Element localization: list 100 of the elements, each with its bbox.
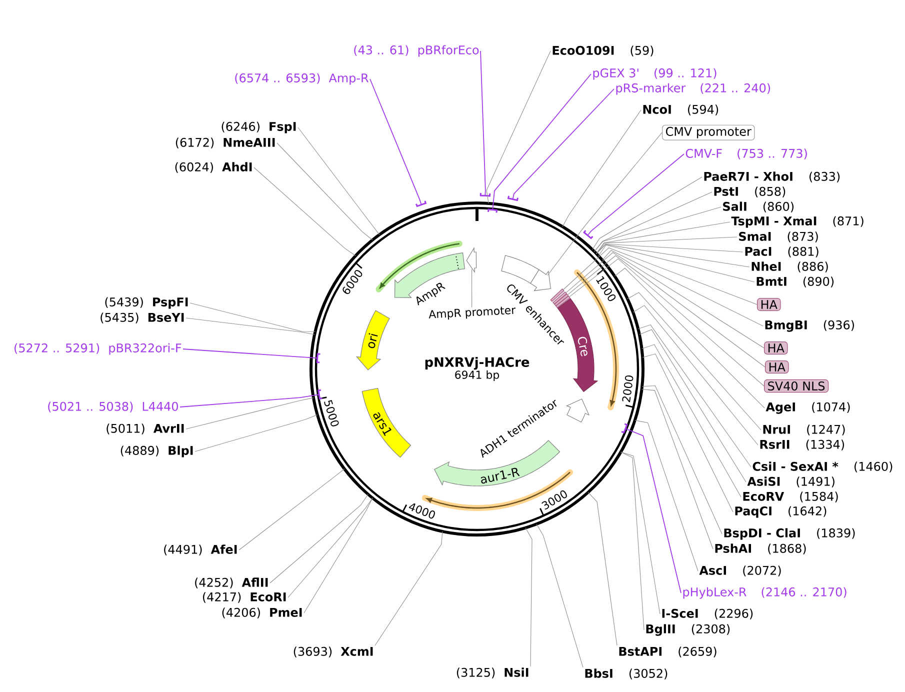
site-label: NruI (1247)	[763, 424, 845, 436]
feature-tag: CMV promoter	[662, 124, 755, 140]
leader-line	[276, 142, 373, 240]
primer-mark	[416, 200, 427, 208]
leader-line	[594, 192, 712, 252]
leader-line	[596, 244, 744, 254]
leader-line	[547, 132, 662, 276]
primer-mark	[318, 389, 322, 400]
leader-line	[592, 176, 702, 250]
leader-line	[304, 498, 373, 614]
site-label: (3693) XcmI	[294, 646, 373, 658]
primer-label: (5272 .. 5291) pBR322ori-F	[14, 343, 182, 355]
leader-line	[634, 420, 698, 572]
leader-line	[569, 258, 764, 386]
leader-line	[620, 452, 644, 630]
leader-line	[567, 255, 766, 368]
leader-line	[627, 292, 762, 430]
leader-line	[180, 394, 320, 408]
leader-line	[566, 252, 764, 348]
site-label: NheI (886)	[752, 262, 828, 272]
primer-label: (43 .. 61) pBRforEco	[354, 45, 479, 57]
leader-line	[594, 206, 722, 252]
leader-line	[596, 244, 750, 268]
site-label: BmtI (890)	[756, 276, 834, 288]
primer-label: pGEX 3' (99 .. 121)	[593, 68, 716, 80]
leader-line	[525, 527, 532, 667]
leader-line	[614, 268, 765, 408]
site-label: SmaI (873)	[739, 232, 818, 242]
site-label: PacI (881)	[745, 246, 818, 258]
feature-segment: ori	[356, 310, 390, 370]
leader-line	[374, 531, 443, 646]
leader-line	[492, 74, 592, 210]
feature-tag: HA	[765, 360, 789, 374]
feature-tag: HA	[764, 342, 788, 354]
site-label: AgeI (1074)	[766, 402, 850, 414]
primer-mark	[507, 196, 519, 202]
leader-line	[186, 398, 314, 430]
leader-line	[632, 305, 758, 446]
site-label: (4889) BlpI	[120, 446, 193, 458]
site-label: TspMI - XmaI (871)	[731, 216, 864, 228]
leader-line	[536, 524, 584, 668]
site-label: PaeR7I - XhoI (833)	[704, 172, 840, 182]
leader-line	[639, 329, 746, 482]
site-label: BmgBI (936)	[765, 320, 854, 332]
leader-line	[642, 354, 734, 512]
primer-label: pRS-marker (221 .. 240)	[616, 83, 770, 95]
primer-mark	[316, 353, 320, 364]
tick-label: 5000	[324, 400, 339, 426]
site-label: RsrII (1334)	[760, 440, 844, 450]
site-label: PshAI (1868)	[715, 544, 806, 554]
leader-line	[298, 127, 380, 235]
site-label: BglII (2308)	[646, 624, 730, 636]
leader-line	[602, 250, 764, 326]
site-label: (4491) AfeI	[164, 544, 237, 556]
leader-line	[486, 50, 551, 204]
site-label: I-SceI (2296)	[662, 608, 753, 620]
leader-line	[480, 50, 486, 196]
site-label: EcoRV (1584)	[743, 492, 838, 502]
site-label: (4252) AflII	[195, 578, 268, 588]
leader-line	[588, 492, 618, 646]
leader-line	[562, 110, 642, 227]
site-label: BspDI - ClaI (1839)	[724, 528, 855, 540]
primer-mark	[480, 193, 491, 197]
primer-mark	[621, 423, 628, 434]
site-label: CsiI - SexAI * (1460)	[752, 462, 892, 472]
leader-line	[625, 428, 682, 594]
leader-line	[194, 414, 318, 452]
tick-label: 2000	[622, 375, 634, 402]
leader-line	[596, 222, 730, 254]
leader-line	[190, 302, 316, 332]
site-label: NcoI (594)	[643, 104, 718, 116]
primer-mark	[583, 230, 594, 240]
leader-line	[638, 324, 752, 468]
site-label: (4217) EcoRI	[202, 592, 286, 603]
leader-line	[182, 348, 318, 359]
site-label: (5435) BseYI	[100, 312, 184, 324]
leader-line	[587, 154, 684, 236]
site-label: (6024) AhdI	[175, 162, 252, 173]
primer-label: CMV-F (753 .. 773)	[686, 148, 807, 160]
leader-line	[288, 498, 373, 598]
primer-label: (6574 .. 6593) Amp-R	[235, 73, 368, 85]
site-label: (4206) PmeI	[222, 608, 302, 618]
leader-line	[254, 167, 356, 256]
site-label: PstI (858)	[714, 186, 786, 198]
site-label: BstAPI (2659)	[619, 646, 716, 658]
feature-segment	[530, 269, 551, 292]
leader-line	[370, 78, 422, 205]
leader-line	[620, 452, 660, 614]
site-label: SalI (860)	[723, 202, 794, 212]
primer-label: (5021 .. 5038) L4440	[48, 402, 178, 412]
site-label: (5439) PspFI	[105, 297, 188, 309]
site-label: (6172) NmeAIII	[176, 138, 275, 148]
site-label: (5011) AvrII	[106, 424, 184, 434]
primer-mark	[488, 208, 498, 213]
site-label: BbsI (3052)	[585, 668, 668, 680]
site-label: (3125) NsiI	[456, 668, 528, 678]
feature-tag: SV40 NLS	[764, 379, 829, 393]
leader-line	[596, 236, 738, 254]
leader-line	[270, 494, 368, 584]
leader-line	[186, 318, 315, 335]
